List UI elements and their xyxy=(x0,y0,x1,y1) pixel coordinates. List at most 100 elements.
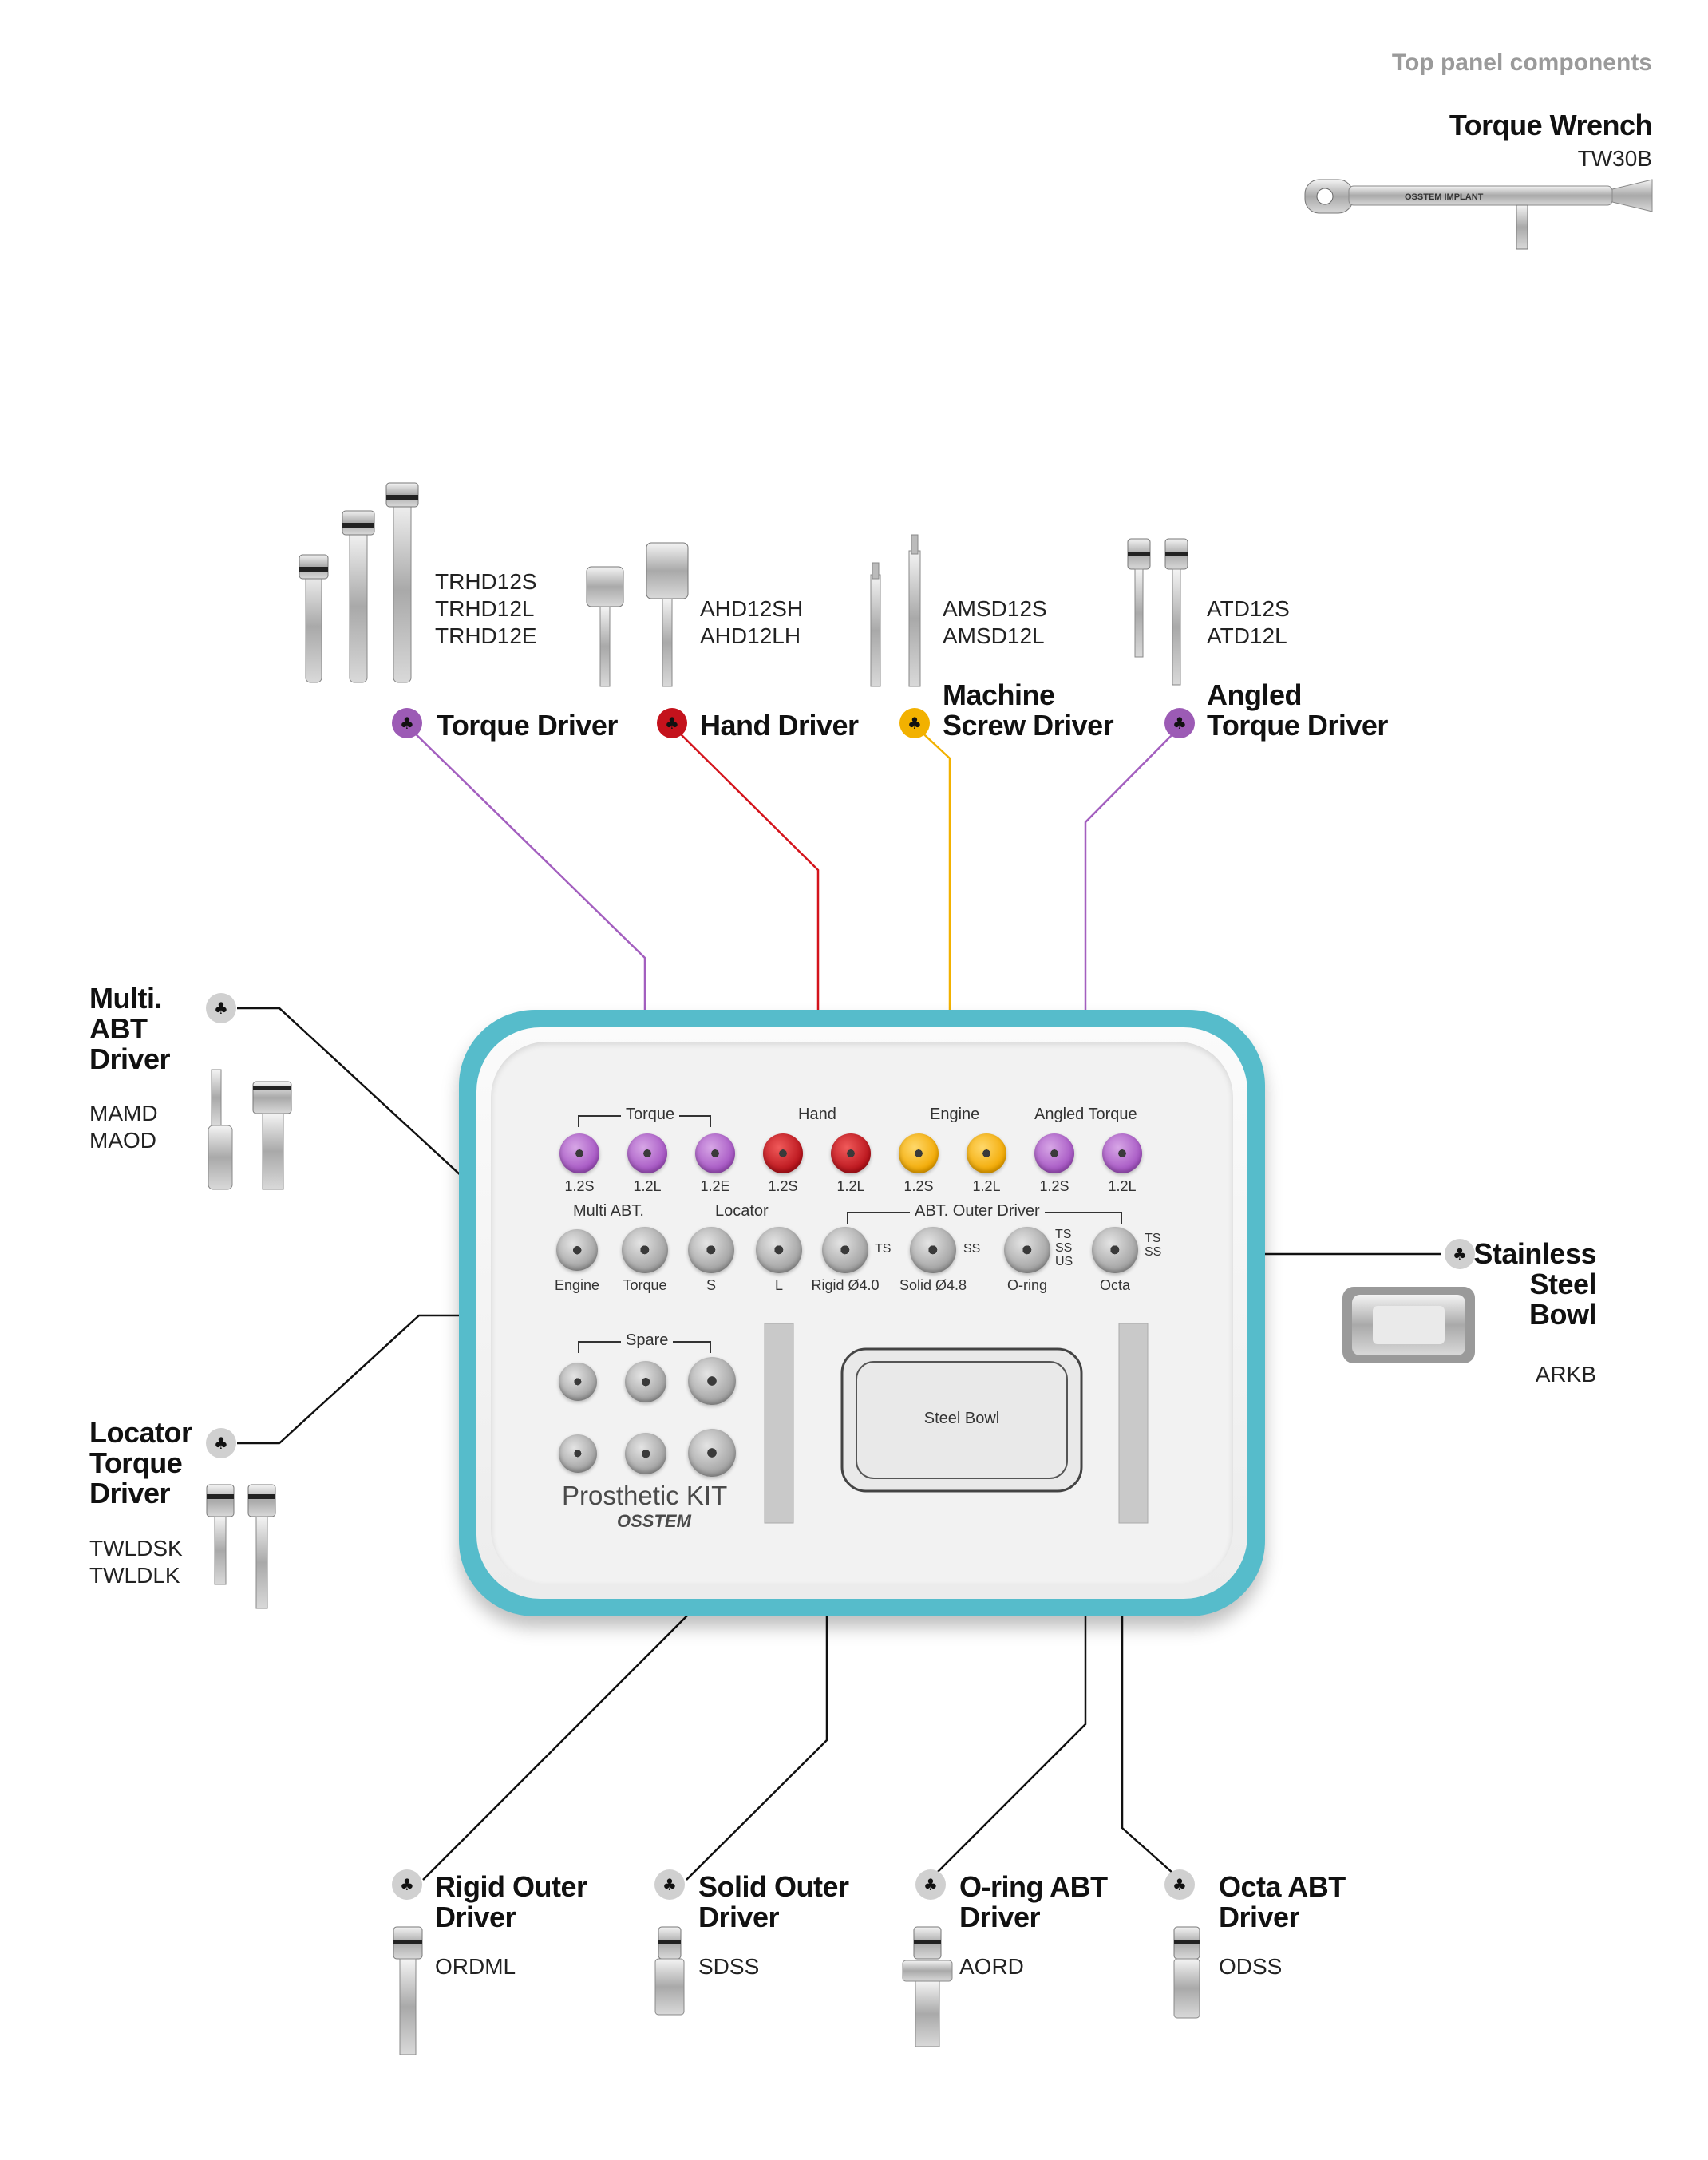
torque-wrench-image: OSSTEM IMPLANT xyxy=(1304,179,1653,250)
title-line: Torque xyxy=(89,1446,183,1479)
kit-group-spare: Spare xyxy=(621,1331,674,1350)
slot-engine-12l xyxy=(967,1133,1006,1173)
code-line: AHD12LH xyxy=(700,623,801,648)
angled-torque-driver-marker-icon xyxy=(1164,708,1195,738)
solid-outer-driver-code: SDSS xyxy=(698,1954,760,1979)
torque-driver-title: Torque Driver xyxy=(437,709,618,742)
slot-label: 1.2L xyxy=(633,1178,662,1194)
locator-marker-icon xyxy=(206,1428,236,1458)
hand-driver-codes: AHD12SH AHD12LH xyxy=(700,595,803,650)
code-line: TRHD12L xyxy=(435,596,535,621)
slot-label: O-ring xyxy=(1006,1277,1047,1293)
title-line: Solid Outer xyxy=(698,1870,849,1903)
title-line: Octa ABT xyxy=(1219,1870,1346,1903)
side-line: SS xyxy=(1145,1245,1162,1259)
code-line: TWLDSK xyxy=(89,1536,183,1561)
slot-angled-12l xyxy=(1102,1133,1142,1173)
machine-screw-driver-codes: AMSD12S AMSD12L xyxy=(943,595,1047,650)
tray-panel xyxy=(491,1042,1233,1584)
stainless-steel-bowl-title: Stainless Steel Bowl xyxy=(1473,1239,1596,1330)
torque-driver-codes: TRHD12S TRHD12L TRHD12E xyxy=(435,568,537,650)
solid-outer-marker-icon xyxy=(654,1869,685,1900)
title-line: Screw Driver xyxy=(943,709,1114,742)
bowl-marker-icon xyxy=(1445,1239,1475,1269)
stainless-steel-bowl-code: ARKB xyxy=(1535,1362,1596,1387)
code-line: MAMD xyxy=(89,1101,158,1125)
oring-abt-driver-title: O-ring ABT Driver xyxy=(959,1872,1108,1933)
title-line: Bowl xyxy=(1529,1298,1596,1331)
slot-multi-torque xyxy=(622,1227,668,1273)
slot-locator-l xyxy=(756,1227,802,1273)
code-line: AHD12SH xyxy=(700,596,804,621)
code-line: ATD12S xyxy=(1207,596,1290,621)
rigid-outer-marker-icon xyxy=(392,1869,422,1900)
code-line: AMSD12S xyxy=(943,596,1047,621)
title-line: Rigid Outer xyxy=(435,1870,587,1903)
octa-abt-driver-code: ODSS xyxy=(1219,1954,1283,1979)
rigid-outer-driver-code: ORDML xyxy=(435,1954,516,1979)
slot-label: L xyxy=(774,1277,783,1293)
octa-side-note: TS SS xyxy=(1145,1232,1161,1259)
slot-torque-12s xyxy=(559,1133,599,1173)
stainless-steel-bowl-image xyxy=(1342,1287,1475,1363)
machine-screw-driver-image xyxy=(870,534,921,687)
torque-driver-marker-icon xyxy=(392,708,422,738)
torque-wrench-code: TW30B xyxy=(1577,146,1652,171)
title-line: O-ring ABT xyxy=(959,1870,1108,1903)
side-line: SS xyxy=(1055,1241,1073,1255)
kit-group-locator: Locator xyxy=(710,1202,773,1220)
title-line: Locator xyxy=(89,1416,192,1449)
slot-oring xyxy=(1004,1227,1050,1273)
slot-label: S xyxy=(706,1277,716,1293)
slot-label: Rigid Ø4.0 xyxy=(811,1277,880,1293)
slot-hand-12s xyxy=(763,1133,803,1173)
slot-spare xyxy=(688,1429,736,1477)
title-line: Driver xyxy=(89,1477,171,1509)
torque-wrench-brand: OSSTEM IMPLANT xyxy=(1405,192,1484,202)
title-line: Driver xyxy=(698,1901,780,1933)
slot-label: 1.2S xyxy=(903,1178,934,1194)
slot-label: 1.2S xyxy=(768,1178,798,1194)
hand-driver-marker-icon xyxy=(657,708,687,738)
hand-driver-title: Hand Driver xyxy=(700,709,859,742)
slot-spare xyxy=(559,1363,597,1401)
slot-label: Engine xyxy=(554,1277,600,1293)
hand-driver-image xyxy=(586,542,689,687)
title-line: Multi. xyxy=(89,982,162,1015)
slot-spare xyxy=(625,1361,666,1402)
solid-side-note: SS xyxy=(963,1242,981,1256)
slot-spare xyxy=(625,1433,666,1474)
code-line: TRHD12E xyxy=(435,623,537,648)
oring-abt-marker-icon xyxy=(915,1869,946,1900)
slot-spare xyxy=(688,1357,736,1405)
kit-group-engine: Engine xyxy=(925,1106,985,1124)
code-line: TRHD12S xyxy=(435,569,537,594)
code-line: TWLDLK xyxy=(89,1563,180,1588)
slot-solid xyxy=(910,1227,956,1273)
slot-label: 1.2S xyxy=(1039,1178,1069,1194)
multi-abt-driver-title: Multi. ABT Driver xyxy=(89,982,171,1074)
side-line: TS xyxy=(1145,1232,1161,1245)
side-line: TS xyxy=(1055,1228,1072,1241)
title-line: Angled xyxy=(1207,678,1302,711)
solid-outer-driver-title: Solid Outer Driver xyxy=(698,1872,849,1933)
machine-screw-driver-title: Machine Screw Driver xyxy=(943,678,1114,742)
title-line: Machine xyxy=(943,678,1055,711)
code-line: MAOD xyxy=(89,1128,156,1153)
kit-name: Prosthetic KIT xyxy=(562,1481,728,1510)
kit-group-hand: Hand xyxy=(793,1106,841,1124)
machine-screw-driver-marker-icon xyxy=(899,708,930,738)
code-line: AMSD12L xyxy=(943,623,1045,648)
octa-abt-driver-title: Octa ABT Driver xyxy=(1219,1872,1346,1933)
locator-torque-driver-codes: TWLDSK TWLDLK xyxy=(89,1535,183,1589)
title-line: Driver xyxy=(435,1901,516,1933)
rigid-outer-driver-image xyxy=(393,1926,423,2055)
title-line: Stainless xyxy=(1473,1237,1596,1270)
solid-outer-driver-image xyxy=(654,1926,685,2016)
kit-group-multi-abt: Multi ABT. xyxy=(568,1202,649,1220)
slot-label: 1.2E xyxy=(700,1178,730,1194)
title-line: Driver xyxy=(959,1901,1041,1933)
rigid-side-note: TS xyxy=(875,1242,892,1256)
